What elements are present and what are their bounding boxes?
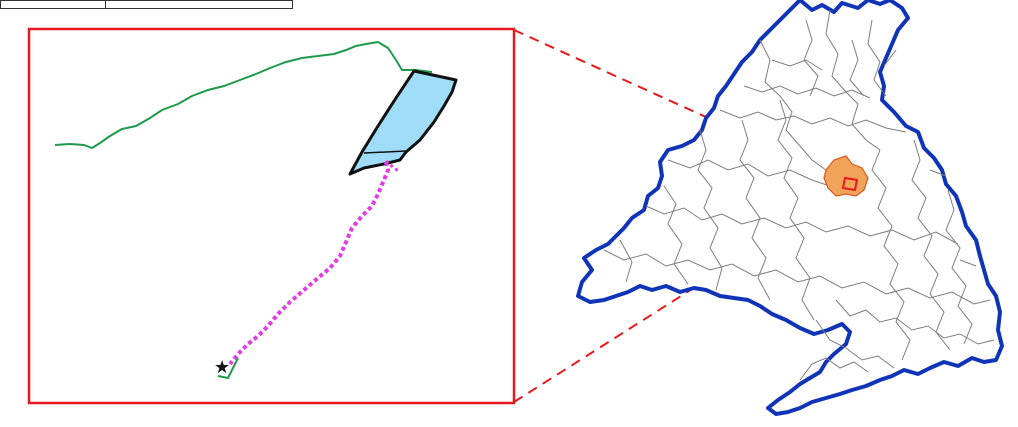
- connector-line-top: [513, 29, 846, 181]
- inset-extent-box: [841, 176, 859, 192]
- highlighted-municipality: [823, 155, 869, 197]
- inset-map: ★: [27, 27, 516, 405]
- green-route: [54, 40, 433, 150]
- legend-cell: [105, 0, 293, 9]
- region-boundary: [576, 0, 1004, 416]
- green-route-start: [217, 357, 239, 380]
- municipality-boundaries: [603, 9, 995, 381]
- overview-map: [576, 0, 1004, 416]
- legend-table-remnant: [0, 0, 293, 9]
- star-icon: ★: [214, 357, 230, 378]
- blue-polygon-divider: [363, 150, 407, 154]
- blue-polygon: [348, 69, 458, 176]
